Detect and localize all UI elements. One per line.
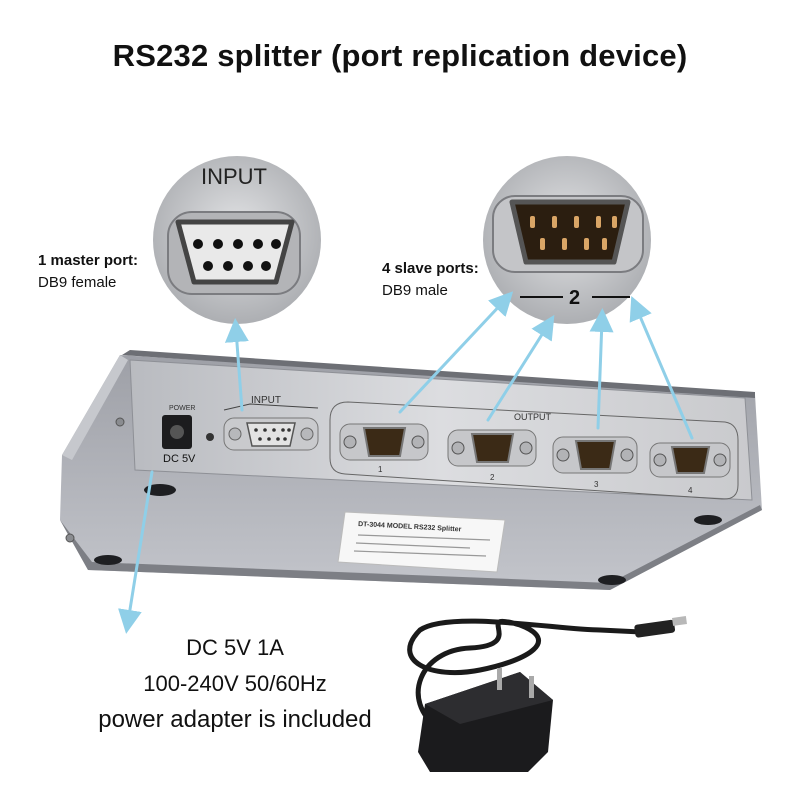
product-sticker <box>337 511 506 573</box>
arrow-output-2 <box>486 314 555 422</box>
input-zoom-circle: INPUT <box>153 156 321 324</box>
output-zoom-circle: 2 <box>483 156 651 324</box>
port-number-2: 2 <box>490 473 495 482</box>
port-number-4: 4 <box>688 486 693 495</box>
power-adapter <box>407 616 687 772</box>
arrow-output-4 <box>629 295 694 440</box>
power-info: DC 5V 1A 100-240V 50/60Hz power adapter … <box>55 630 415 738</box>
power-line-3: power adapter is included <box>98 706 372 733</box>
device-output-port-1 <box>339 423 429 461</box>
port-number-1: 1 <box>378 465 383 474</box>
slave-ports-heading: 4 slave ports: <box>382 260 479 277</box>
dc-plug-icon <box>634 619 676 638</box>
arrow-input <box>224 318 249 412</box>
input-label: INPUT <box>251 395 281 406</box>
zoom-output-number: 2 <box>569 287 580 309</box>
device-input-port <box>223 417 319 451</box>
power-line-1: DC 5V 1A <box>186 635 284 660</box>
arrow-power <box>118 470 154 634</box>
master-port-detail: DB9 female <box>38 274 117 291</box>
slave-ports-callout: 4 slave ports: DB9 male <box>382 258 479 302</box>
zoom-input-label: INPUT <box>201 164 267 189</box>
device-output-port-3 <box>552 436 638 474</box>
power-label: POWER <box>169 405 195 412</box>
device-output-port-4 <box>649 442 731 478</box>
device-output-port-2 <box>447 429 537 467</box>
arrow-output-3 <box>589 308 614 430</box>
page-title: RS232 splitter (port replication device) <box>112 38 688 73</box>
slave-ports-detail: DB9 male <box>382 282 448 299</box>
callout-arrows <box>118 291 694 634</box>
port-number-3: 3 <box>594 480 599 489</box>
master-port-heading: 1 master port: <box>38 252 139 269</box>
output-label: OUTPUT <box>514 412 552 422</box>
splitter-device <box>60 350 762 590</box>
power-line-2: 100-240V 50/60Hz <box>143 671 327 696</box>
arrow-output-1 <box>398 291 514 414</box>
master-port-callout: 1 master port: DB9 female <box>38 250 138 294</box>
dc-label: DC 5V <box>163 453 196 465</box>
